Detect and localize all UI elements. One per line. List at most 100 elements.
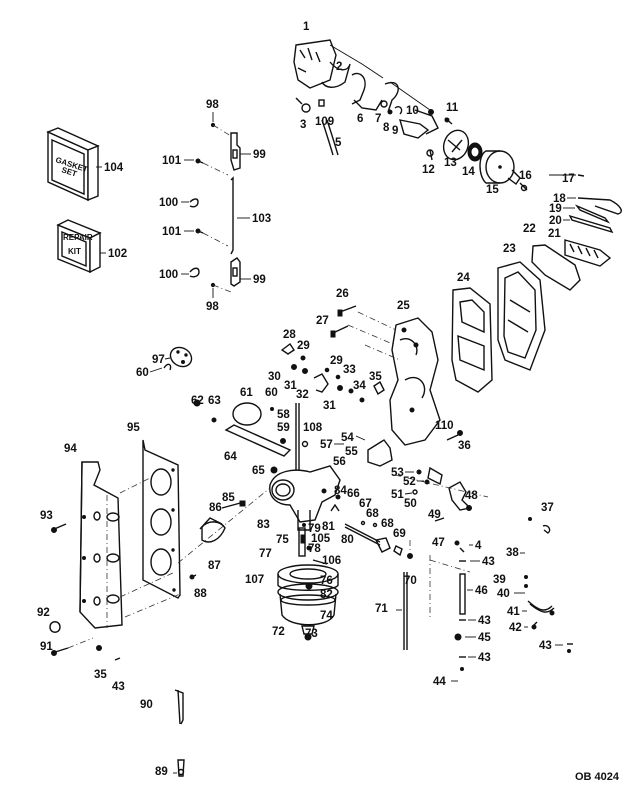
callout-97: 97 [152, 354, 165, 366]
repair-kit-text-1: REPAIR [63, 233, 93, 242]
callout-87: 87 [208, 560, 221, 572]
callout-106: 106 [322, 555, 341, 567]
callout-54: 54 [341, 432, 354, 444]
callout-42: 42 [509, 622, 522, 634]
callout-47: 47 [432, 537, 445, 549]
callout-35a: 35 [369, 371, 382, 383]
callout-86: 86 [209, 502, 222, 514]
callout-33: 33 [343, 364, 356, 376]
callout-3: 3 [300, 119, 306, 131]
callout-32: 32 [296, 389, 309, 401]
callout-103: 103 [252, 213, 271, 225]
callout-38: 38 [506, 547, 519, 559]
callout-100a: 100 [159, 197, 178, 209]
callout-107: 107 [245, 574, 264, 586]
callout-1: 1 [303, 21, 310, 33]
callout-25: 25 [397, 300, 410, 312]
carburetor-upper-assembly [280, 305, 463, 467]
choke-lever-assembly [163, 346, 309, 474]
callout-45: 45 [478, 632, 491, 644]
callout-58: 58 [277, 409, 290, 421]
callout-2: 2 [336, 61, 342, 73]
callout-68a: 68 [366, 508, 379, 520]
callout-92: 92 [37, 607, 50, 619]
callout-94: 94 [64, 443, 77, 455]
callout-109: 109 [315, 116, 334, 128]
callout-10: 10 [406, 105, 419, 117]
callout-16: 16 [519, 170, 532, 182]
callout-11: 11 [446, 102, 459, 114]
callout-98b: 98 [206, 301, 219, 313]
label-leaders [96, 112, 576, 774]
callout-66: 66 [347, 488, 360, 500]
callout-15: 15 [486, 184, 499, 196]
callout-17: 17 [562, 173, 575, 185]
callout-18: 18 [553, 193, 566, 205]
throttle-link-assembly [189, 122, 241, 293]
callout-64: 64 [224, 451, 237, 463]
callout-70: 70 [404, 575, 417, 587]
callout-29a: 29 [297, 340, 310, 352]
callout-91: 91 [40, 641, 53, 653]
callout-68b: 68 [381, 518, 394, 530]
callout-26: 26 [336, 288, 349, 300]
callout-93: 93 [40, 510, 53, 522]
callout-101a: 101 [162, 155, 182, 167]
callout-57: 57 [320, 439, 333, 451]
air-silencer-assembly [49, 439, 271, 777]
callout-89: 89 [155, 766, 168, 778]
callout-67: 67 [359, 498, 372, 510]
callout-61: 61 [240, 387, 253, 399]
callout-63: 63 [208, 395, 221, 407]
callout-31a: 31 [284, 380, 297, 392]
callout-12: 12 [422, 164, 435, 176]
callout-99a: 99 [253, 149, 266, 161]
callout-69: 69 [393, 528, 406, 540]
callout-108: 108 [303, 422, 323, 434]
callout-40: 40 [497, 588, 510, 600]
callout-44: 44 [433, 676, 446, 688]
callout-43a: 43 [112, 681, 125, 693]
callout-105: 105 [311, 533, 331, 545]
callout-27: 27 [316, 315, 329, 327]
callout-76: 76 [320, 575, 333, 587]
callout-31b: 31 [323, 400, 336, 412]
callout-21: 21 [548, 228, 561, 240]
callout-71: 71 [375, 603, 388, 615]
callout-43e: 43 [478, 652, 491, 664]
callout-24: 24 [457, 272, 470, 284]
callout-101b: 101 [162, 226, 182, 238]
fuel-pump-assembly [293, 39, 528, 192]
callout-78: 78 [308, 543, 321, 555]
callout-51: 51 [391, 489, 404, 501]
callout-75: 75 [276, 534, 289, 546]
callout-48: 48 [465, 490, 478, 502]
callout-60b: 60 [265, 387, 278, 399]
callout-73: 73 [305, 628, 318, 640]
callout-5: 5 [335, 137, 342, 149]
callout-90: 90 [140, 699, 153, 711]
callout-13: 13 [444, 157, 457, 169]
callout-100b: 100 [159, 269, 178, 281]
callout-8: 8 [383, 122, 390, 134]
callout-77: 77 [259, 548, 272, 560]
callout-81: 81 [322, 521, 335, 533]
callout-22: 22 [523, 223, 536, 235]
callout-102: 102 [108, 248, 127, 260]
callout-56: 56 [333, 456, 346, 468]
callout-104: 104 [104, 162, 124, 174]
carburetor-body [269, 465, 413, 559]
callout-28: 28 [283, 329, 296, 341]
callout-43c: 43 [482, 556, 495, 568]
callout-30: 30 [268, 371, 281, 383]
callout-20: 20 [549, 215, 562, 227]
callout-19: 19 [549, 203, 562, 215]
callout-53: 53 [391, 467, 404, 479]
reed-valve-assembly [451, 174, 622, 393]
repair-kit-box: REPAIR KIT [56, 219, 102, 274]
callout-74: 74 [320, 610, 333, 622]
callout-43d: 43 [478, 615, 491, 627]
callout-59: 59 [277, 422, 290, 434]
